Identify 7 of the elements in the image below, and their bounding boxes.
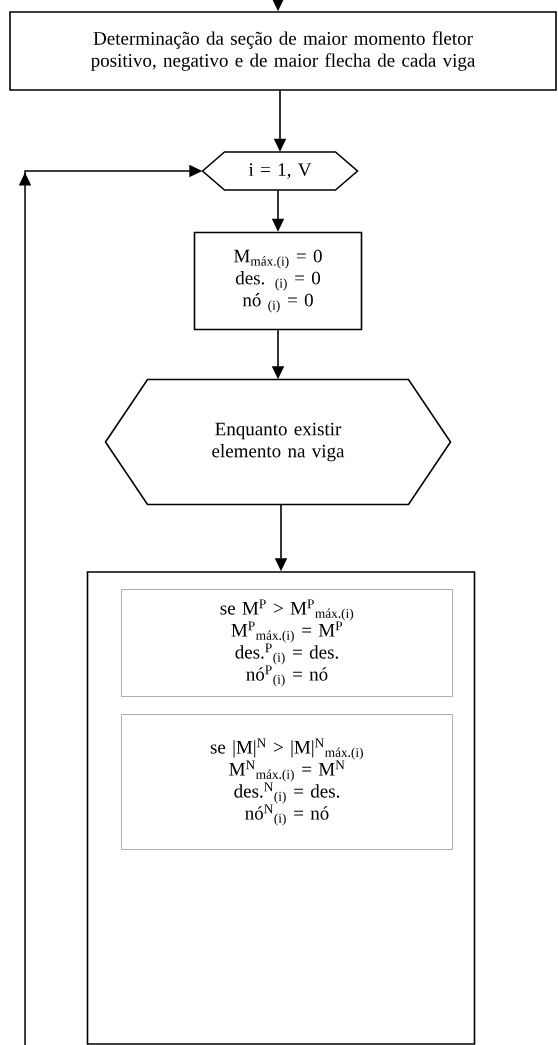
loop-hexagon: i = 1, V [201, 151, 359, 191]
process-box: Determinação da seção de maior momento fletor positivo, negativo e de maior flecha de cada viga [9, 11, 557, 91]
condition-box: se |M|$^{N}$ > |M|$^{N}$máx.(i) M$^{N}$$_{máx.(i)}$ = M$^{N}$ des.$^{N}$$_{(i)}$ = des. nó$^{N}$$_{(i)}$ = nó [121, 714, 453, 850]
process-box: M$_{máx.(i)}$ = 0 des. $_{(i)}$ = 0 nó $_{(i)}$ = 0 [193, 231, 363, 331]
condition-box: se M$^{P}$ > M$^{P}$máx.(i) M$^{P}$$_{máx.(i)}$ = M$^{P}$ des.$^{P}$$_{(i)}$ = des. nó$^{P}$$_{(i)}$ = nó [121, 589, 453, 697]
loop-body-box [86, 571, 476, 1045]
loop-hexagon: Enquanto existir elemento na viga [104, 378, 452, 506]
